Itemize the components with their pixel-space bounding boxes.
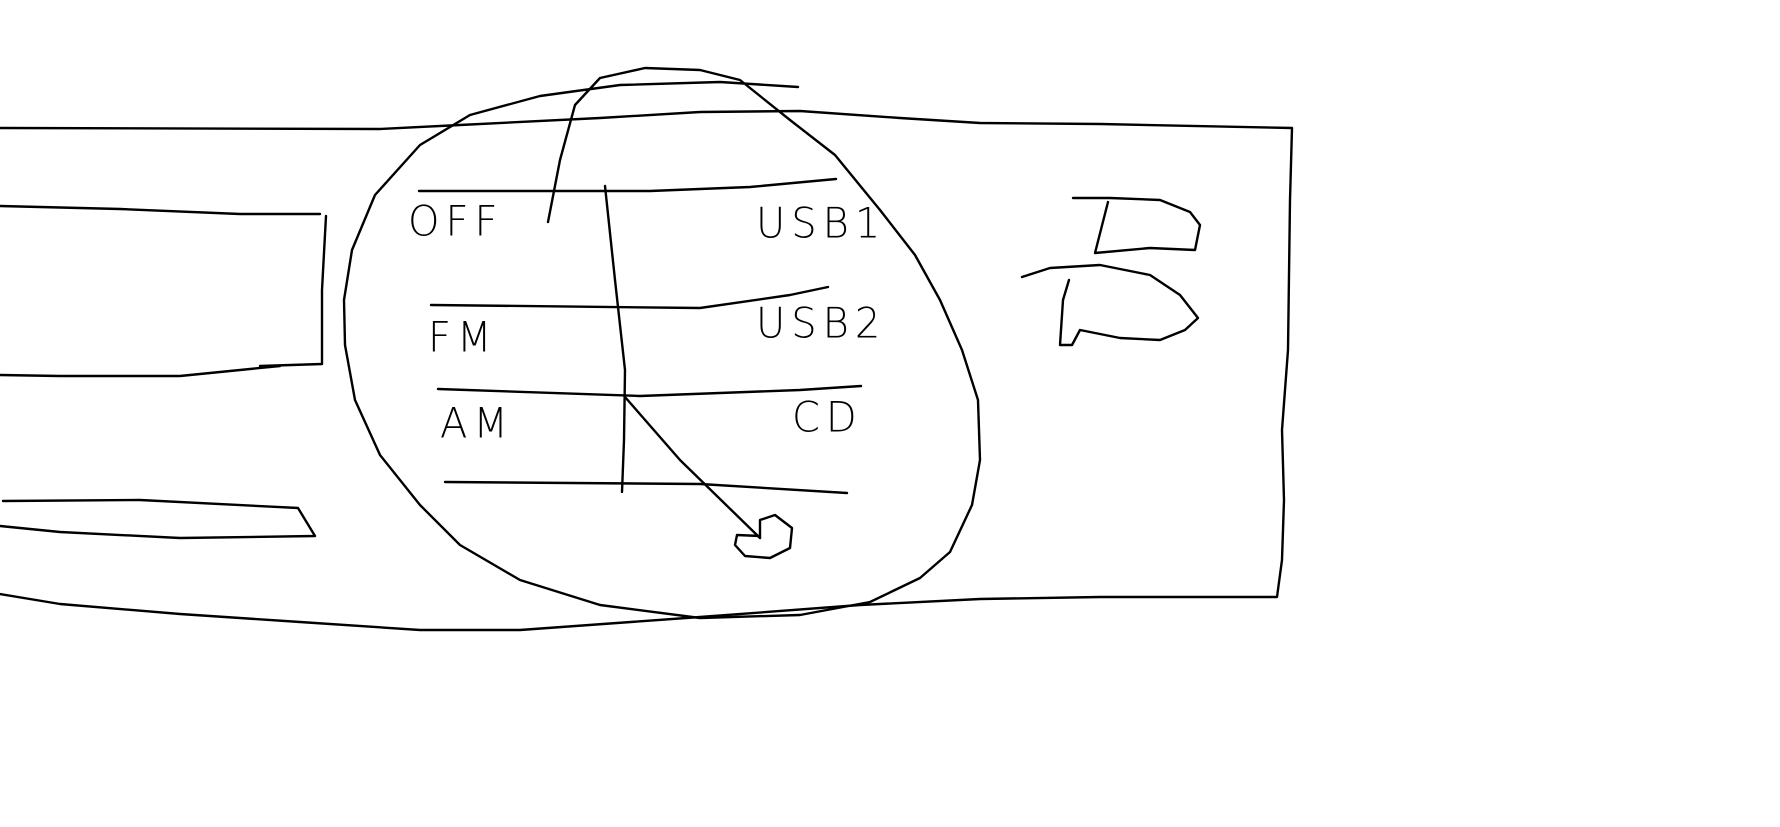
center-divider	[603, 184, 627, 494]
option-am[interactable]: AM	[440, 399, 514, 449]
selector-pointer	[623, 395, 762, 540]
selector-knob-outline	[342, 66, 982, 620]
option-cd[interactable]: CD	[792, 393, 863, 443]
option-usb2[interactable]: USB2	[756, 299, 887, 349]
option-divider-4	[443, 480, 849, 495]
display-slot	[0, 204, 328, 378]
right-symbol-icon	[1020, 196, 1202, 347]
option-divider-2	[429, 285, 830, 310]
option-usb1[interactable]: USB1	[756, 199, 887, 249]
option-divider-1	[417, 177, 838, 193]
option-off[interactable]: OFF	[408, 197, 504, 247]
disc-slot	[0, 498, 317, 540]
pointer-handle	[733, 513, 794, 560]
device-body-outline	[0, 109, 1294, 632]
option-divider-3	[436, 384, 863, 398]
option-fm[interactable]: FM	[428, 313, 498, 363]
